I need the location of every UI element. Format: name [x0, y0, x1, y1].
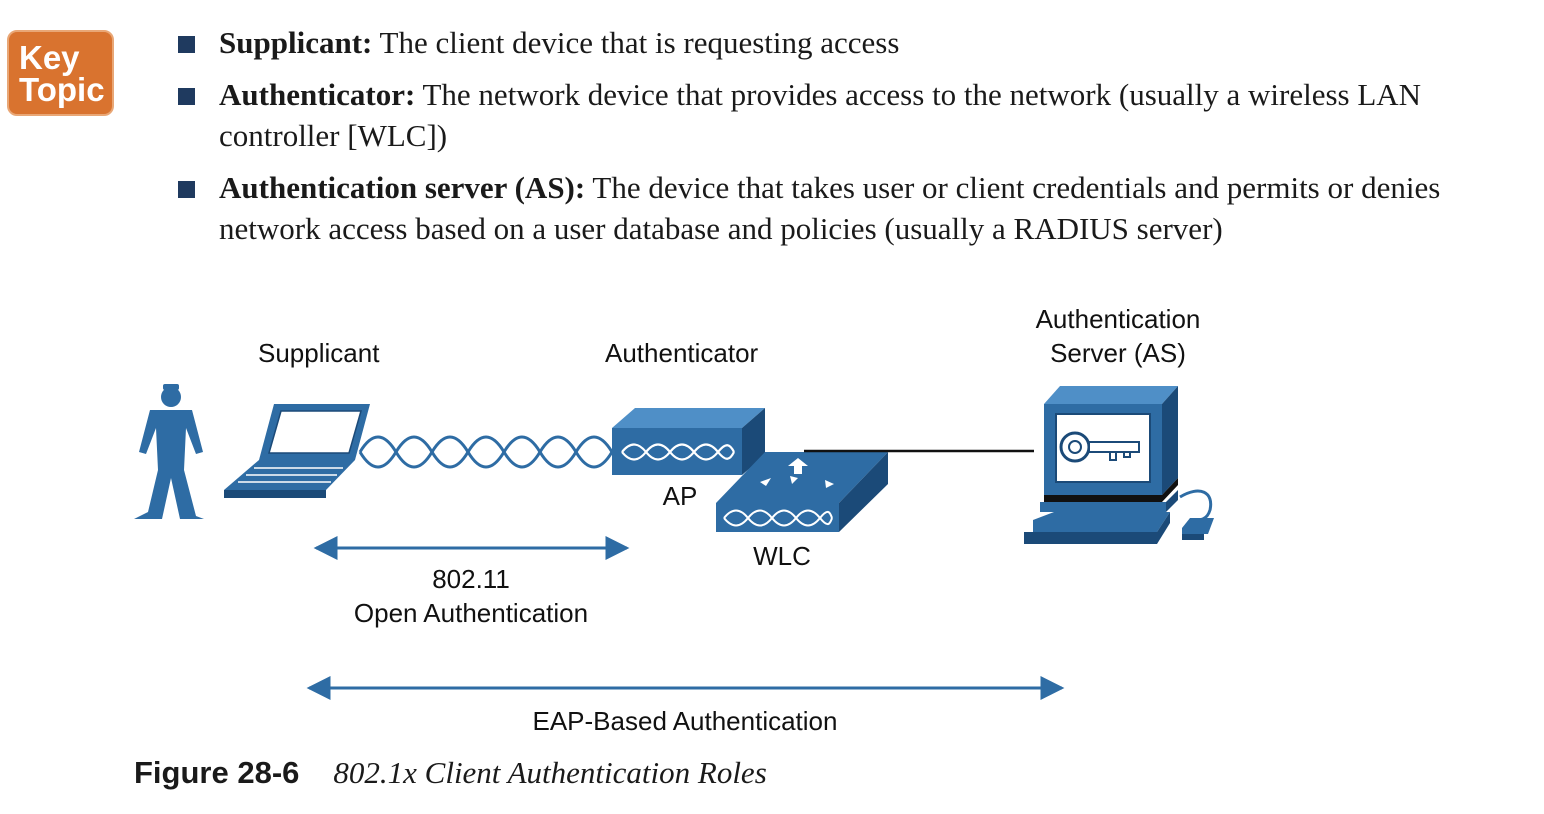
as-label-line1: Authentication	[1036, 304, 1201, 334]
figure-title: 802.1x Client Authentication Roles	[333, 755, 767, 790]
bullet-term: Authenticator:	[219, 77, 416, 112]
key-topic-line2: Topic	[19, 71, 105, 108]
bullet-square-icon	[178, 181, 195, 198]
supplicant-label: Supplicant	[258, 338, 380, 368]
bullet-item: Authenticator: The network device that p…	[172, 74, 1512, 156]
key-icon	[1059, 431, 1140, 463]
laptop-icon	[224, 404, 370, 498]
authenticator-label: Authenticator	[605, 338, 759, 368]
bullet-item: Authentication server (AS): The device t…	[172, 167, 1512, 249]
bullet-term: Authentication server (AS):	[219, 170, 586, 205]
key-topic-line1: Key	[19, 39, 80, 76]
bullet-text: The network device that provides access …	[219, 77, 1422, 153]
eap-auth-label: EAP-Based Authentication	[533, 706, 838, 736]
bullet-square-icon	[178, 36, 195, 53]
bullet-text: The client device that is requesting acc…	[372, 25, 900, 60]
bullet-item: Supplicant: The client device that is re…	[172, 22, 1512, 63]
wlc-icon	[716, 452, 888, 532]
bullet-term: Supplicant:	[219, 25, 373, 60]
bullet-text: The device that takes user or client cre…	[219, 170, 1441, 246]
as-label-line2: Server (AS)	[1050, 338, 1186, 368]
figure-number: Figure 28-6	[134, 755, 300, 790]
bullet-square-icon	[178, 88, 195, 105]
ap-label: AP	[663, 481, 698, 511]
server-workstation-icon	[1024, 386, 1214, 544]
wireless-signal-icon	[358, 435, 614, 469]
access-point-icon	[612, 408, 765, 475]
wlc-label: WLC	[753, 541, 811, 571]
open-auth-label-line2: Open Authentication	[354, 598, 588, 628]
key-topic-badge: Key Topic	[7, 30, 114, 116]
person-icon	[134, 384, 204, 519]
open-auth-label-line1: 802.11	[432, 564, 510, 594]
figure-caption: Figure 28-6 802.1x Client Authentication …	[134, 755, 767, 791]
bullet-list: Supplicant: The client device that is re…	[172, 22, 1512, 260]
